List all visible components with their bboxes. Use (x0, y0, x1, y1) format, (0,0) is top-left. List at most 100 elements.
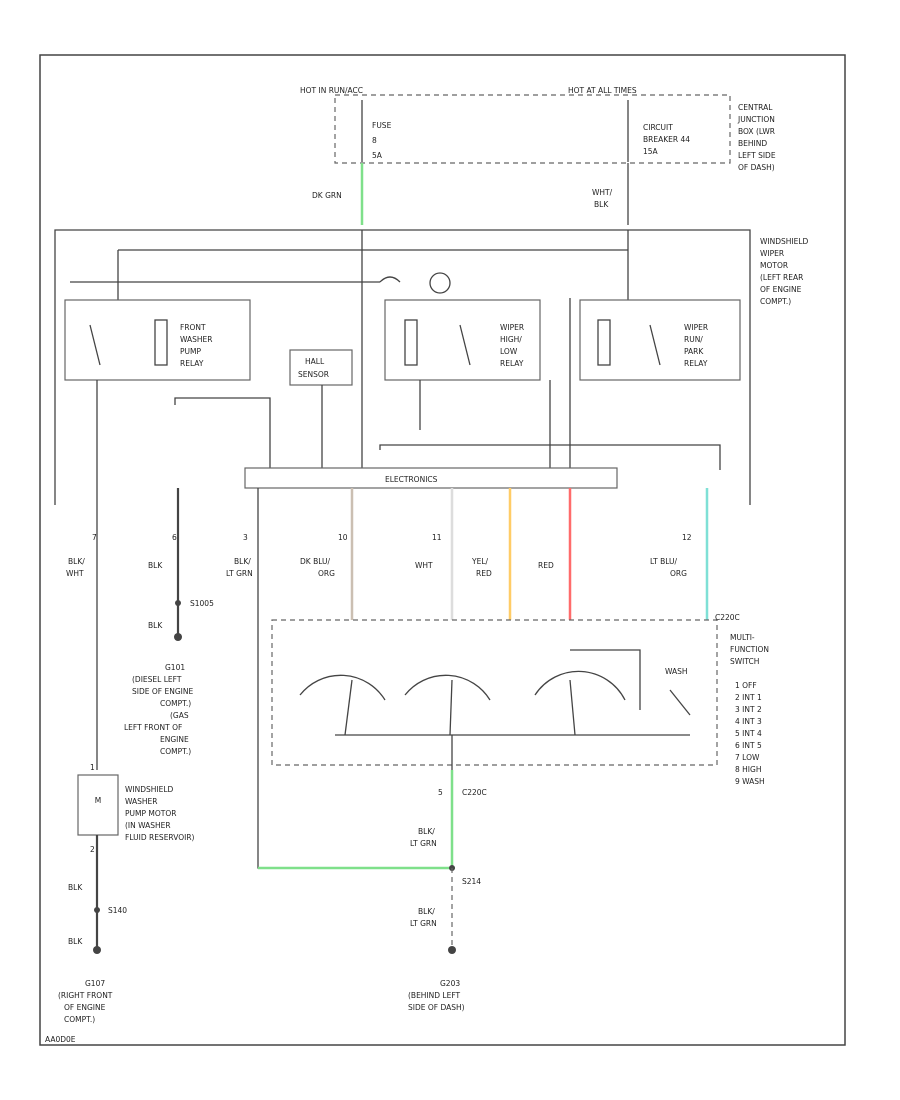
washer-to-electronics (174, 397, 271, 470)
park-relay-label-1: WIPER (684, 323, 708, 332)
washer-relay-label-3: PUMP (180, 347, 201, 356)
g203-label-3: SIDE OF DASH) (408, 1003, 465, 1012)
washer-relay-label-4: RELAY (180, 359, 204, 368)
hot-in-run-label: HOT IN RUN/ACC (300, 86, 363, 95)
hilow-relay-switch (459, 324, 471, 366)
legend-item-1: 1 OFF (735, 681, 757, 690)
pin12-label: 12 (682, 533, 692, 542)
pump-pin-2: 2 (90, 845, 95, 854)
legend-item-9: 9 WASH (735, 777, 765, 786)
park-relay-switch (649, 324, 661, 366)
washer-relay-box (64, 299, 251, 381)
hilow-relay-box (384, 299, 541, 381)
hot-at-all-times-label: HOT AT ALL TIMES (568, 86, 637, 95)
pin11-color: WHT (415, 561, 433, 570)
hilow-relay-label-1: WIPER (500, 323, 524, 332)
cjb-label-6: OF DASH) (738, 163, 775, 172)
hall-sensor-box (289, 349, 353, 386)
washer-relay-label-1: FRONT (180, 323, 206, 332)
dial-3-link (570, 649, 641, 710)
red-wire-label: RED (538, 561, 554, 570)
g101-ground (174, 633, 182, 641)
dial-1-wiper (344, 679, 353, 736)
bottom-wire-color-2: LT GRN (410, 839, 437, 848)
g101-label-8: COMPT.) (160, 747, 191, 756)
washer-relay-label-2: WASHER (180, 335, 213, 344)
pump-label-1: WINDSHIELD (125, 785, 174, 794)
legend-item-3: 3 INT 2 (735, 705, 762, 714)
pin10-label: 10 (338, 533, 348, 542)
cjb-label-2: JUNCTION (737, 115, 775, 124)
washer-relay-switch (89, 324, 101, 366)
ground-wire-color: BLK (148, 621, 163, 630)
switch-connector-label: C220C (715, 613, 740, 622)
g107-label-2: (RIGHT FRONT (58, 991, 113, 1000)
dk-grn-label: DK GRN (312, 191, 342, 200)
g101-label-1: G101 (165, 663, 185, 672)
pump-wire-color: BLK (68, 883, 83, 892)
breaker-label-1: CIRCUIT (643, 123, 673, 132)
g101-label-2: (DIESEL LEFT (132, 675, 182, 684)
switch-title-2: FUNCTION (730, 645, 769, 654)
switch-outline (271, 619, 718, 766)
pin6-label: 6 (172, 533, 177, 542)
cjb-label-3: BOX (LWR (738, 127, 775, 136)
g203-ground (448, 946, 456, 954)
washer-pump-motor: M WINDSHIELD WASHER PUMP MOTOR (IN WASHE… (58, 763, 195, 1024)
motor-title-1: WINDSHIELD (760, 237, 809, 246)
footer-code: AA0D0E (45, 1035, 76, 1044)
wht-blk-label-2: BLK (594, 200, 609, 209)
park-relay-coil (597, 319, 611, 366)
electronics-label: ELECTRONICS (385, 475, 438, 484)
output-wires: 7 BLK/ WHT 6 BLK S1005 BLK G101 (DIESEL … (66, 380, 709, 870)
wash-switch (669, 689, 691, 716)
g107-label-4: COMPT.) (64, 1015, 95, 1024)
legend-item-8: 8 HIGH (735, 765, 761, 774)
pin6-color: BLK (148, 561, 163, 570)
breaker-label-2: BREAKER 44 (643, 135, 690, 144)
pin7-color-1: BLK/ (68, 557, 85, 566)
dial-3-wiper (569, 679, 576, 736)
pin12-color-2: ORG (670, 569, 687, 578)
pump-label-4: (IN WASHER (125, 821, 171, 830)
s1005-splice (175, 600, 181, 606)
diagram-frame (39, 54, 846, 1046)
motor-title-5: OF ENGINE (760, 285, 802, 294)
motor-title-6: COMPT.) (760, 297, 791, 306)
s1005-label: S1005 (190, 599, 214, 608)
legend-item-5: 5 INT 4 (735, 729, 762, 738)
dial-3 (534, 670, 626, 701)
legend-item-4: 4 INT 3 (735, 717, 762, 726)
pin7-label: 7 (92, 533, 97, 542)
legend-item-6: 6 INT 5 (735, 741, 762, 750)
pump-ground-color: BLK (68, 937, 83, 946)
s140-splice (94, 907, 100, 913)
park-relay-label-3: PARK (684, 347, 704, 356)
pin10-color-1: DK BLU/ (300, 557, 331, 566)
hall-sensor-label-2: SENSOR (298, 370, 329, 379)
switch-title-1: MULTI- (730, 633, 755, 642)
g107-ground (93, 946, 101, 954)
motor-symbol (429, 272, 451, 294)
park-relay-label-4: RELAY (684, 359, 708, 368)
dial-2 (404, 674, 491, 701)
bottom-connector-label: C220C (462, 788, 487, 797)
fuse-rating: 5A (372, 151, 383, 160)
dial-2-wiper (449, 679, 453, 736)
g107-label-1: G107 (85, 979, 105, 988)
electronics-bar (244, 467, 618, 489)
legend-item-7: 7 LOW (735, 753, 760, 762)
cjb-label-5: LEFT SIDE (738, 151, 776, 160)
g101-label-5: (GAS (170, 711, 189, 720)
pump-label-3: PUMP MOTOR (125, 809, 176, 818)
wash-switch-label: WASH (665, 667, 688, 676)
fuse-label: FUSE (372, 121, 392, 130)
g203-wire-color-2: LT GRN (410, 919, 437, 928)
g203-label-1: G203 (440, 979, 460, 988)
pump-motor-box (77, 774, 119, 836)
motor-title-2: WIPER (760, 249, 784, 258)
hilow-relay-label-3: LOW (500, 347, 518, 356)
pin7-color-2: WHT (66, 569, 84, 578)
central-junction-box: HOT IN RUN/ACC HOT AT ALL TIMES FUSE 8 5… (300, 86, 776, 172)
pin12-color-1: LT BLU/ (650, 557, 678, 566)
